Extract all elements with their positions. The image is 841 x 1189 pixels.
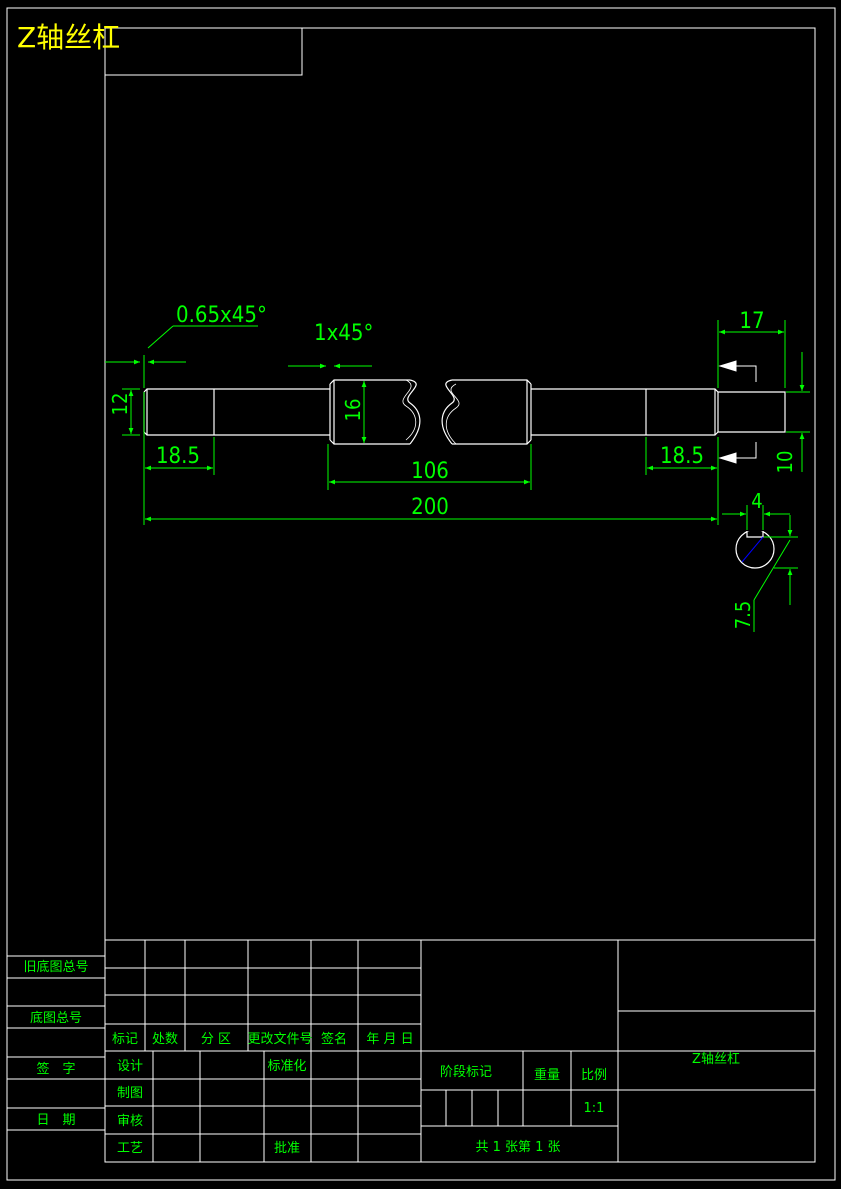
title-block-grid <box>105 939 815 1162</box>
dim-len-right-flat: 17 <box>739 309 764 334</box>
dim-dia-thread: 16 <box>341 399 365 422</box>
side-old-base-number: 旧底图总号 <box>23 959 88 975</box>
dim-dia-end: 12 <box>108 393 132 416</box>
dim-section-key: 4 <box>751 489 762 513</box>
dim-chamfer-mid: 1x45° <box>314 321 373 346</box>
dim-flat-width: 10 <box>773 451 797 474</box>
dim-section-depth: 7.5 <box>731 601 755 630</box>
tb-approve: 批准 <box>274 1141 300 1156</box>
tb-rev-date: 年 月 日 <box>366 1032 413 1047</box>
tb-standardize: 标准化 <box>267 1059 306 1074</box>
dim-len-total: 200 <box>411 495 449 520</box>
tb-stage-mark: 阶段标记 <box>440 1065 492 1080</box>
section-arrows <box>718 360 757 464</box>
tb-rev-doc-no: 更改文件号 <box>247 1032 312 1047</box>
dimension-lines <box>105 320 810 632</box>
section-view <box>735 528 775 569</box>
tb-scale-value: 1:1 <box>584 1101 605 1116</box>
dim-len-thread: 106 <box>411 459 449 484</box>
sheet-title: Z轴丝杠 <box>17 21 120 54</box>
tb-weight: 重量 <box>534 1067 560 1083</box>
tb-rev-count: 处数 <box>152 1032 178 1047</box>
shaft-outline <box>143 379 786 445</box>
sheet-frame <box>6 7 836 1181</box>
tb-rev-mark: 标记 <box>112 1032 138 1047</box>
tb-design: 设计 <box>117 1059 143 1074</box>
tb-sheet-info: 共 1 张第 1 张 <box>475 1140 560 1155</box>
side-base-number: 底图总号 <box>30 1010 82 1026</box>
dim-chamfer-left: 0.65x45° <box>176 303 267 328</box>
dim-len-left-end: 18.5 <box>156 444 200 469</box>
tb-process: 工艺 <box>117 1141 143 1156</box>
side-signature: 签 字 <box>36 1061 75 1077</box>
tb-check: 审核 <box>117 1114 143 1129</box>
tb-part-name: Z轴丝杠 <box>692 1051 740 1067</box>
side-date: 日 期 <box>36 1113 75 1128</box>
side-block <box>7 955 105 1131</box>
tb-drawing: 制图 <box>117 1086 143 1101</box>
dim-len-right-end: 18.5 <box>660 444 704 469</box>
dimension-texts: 0.65x45° 1x45° 12 16 18.5 106 200 18.5 1… <box>108 303 797 629</box>
tb-rev-zone: 分 区 <box>201 1032 231 1047</box>
tb-rev-sign: 签名 <box>321 1031 347 1047</box>
tb-scale: 比例 <box>581 1068 607 1083</box>
